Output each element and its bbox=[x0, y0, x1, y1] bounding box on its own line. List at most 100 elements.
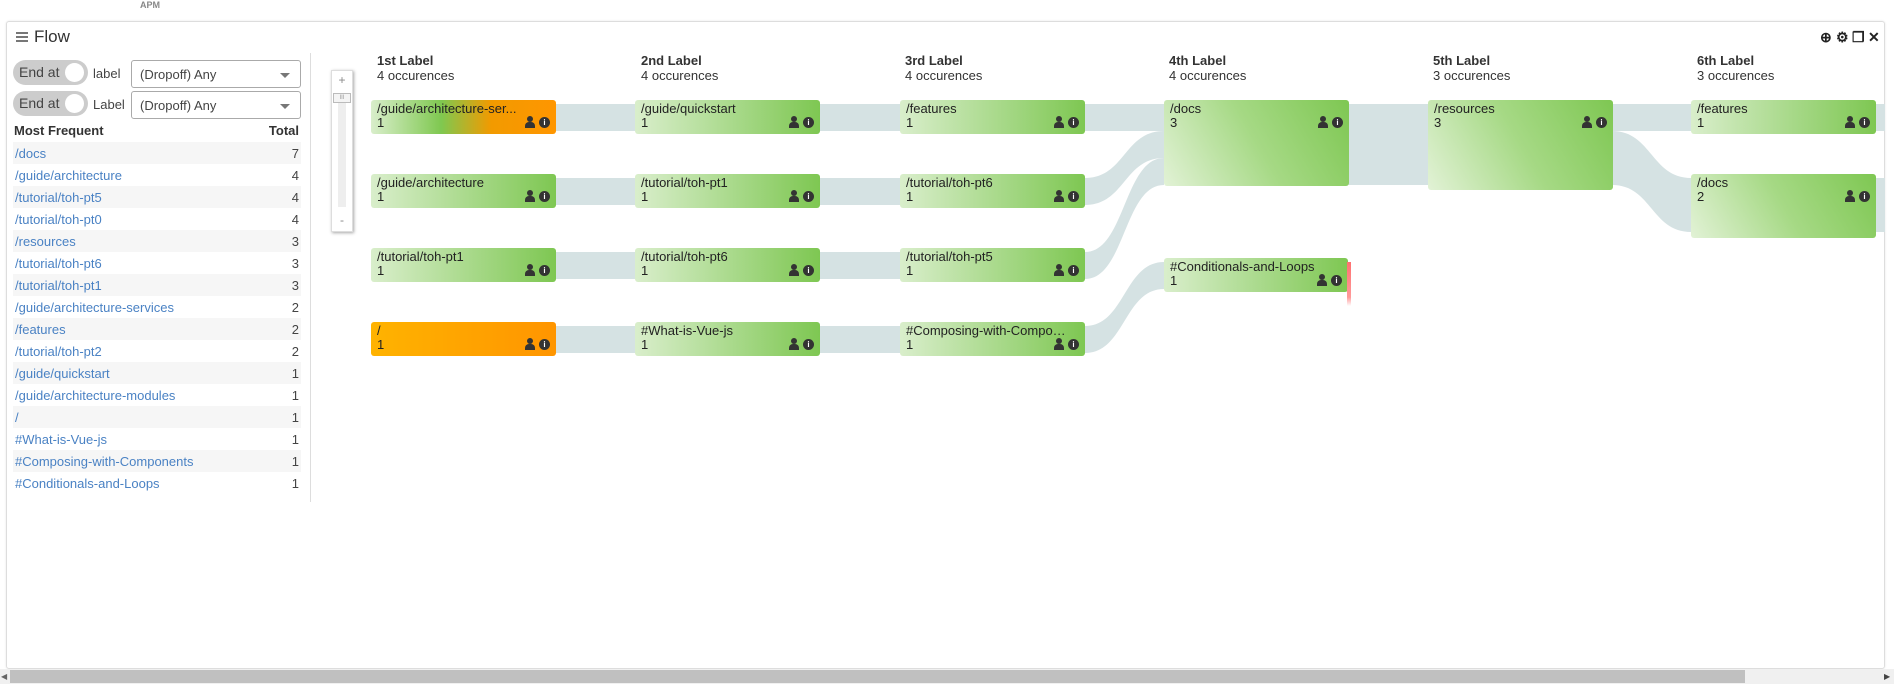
info-icon[interactable]: i bbox=[803, 117, 814, 128]
zoom-in-icon[interactable]: ⊕ bbox=[1820, 29, 1832, 45]
menu-icon[interactable] bbox=[16, 32, 28, 42]
horizontal-scrollbar[interactable]: ◀ ▶ bbox=[0, 669, 1894, 684]
toggle-knob bbox=[65, 63, 84, 82]
info-icon[interactable]: i bbox=[539, 339, 550, 350]
page-link[interactable]: / bbox=[15, 409, 19, 425]
page-link[interactable]: #Composing-with-Components bbox=[15, 453, 194, 469]
zoom-slider[interactable]: + III - bbox=[331, 70, 353, 232]
page-link[interactable]: /tutorial/toh-pt0 bbox=[15, 211, 102, 227]
page-link[interactable]: /docs bbox=[15, 145, 47, 161]
user-icon[interactable] bbox=[788, 116, 800, 128]
info-icon[interactable]: i bbox=[1332, 117, 1343, 128]
user-icon[interactable] bbox=[788, 264, 800, 276]
page-total: 1 bbox=[291, 409, 299, 425]
link bbox=[556, 326, 635, 353]
toggle-label: End at bbox=[19, 95, 60, 111]
info-icon[interactable]: i bbox=[803, 265, 814, 276]
link bbox=[556, 104, 635, 131]
user-icon[interactable] bbox=[524, 116, 536, 128]
node-name: /tutorial/toh-pt6 bbox=[641, 250, 728, 264]
page-link[interactable]: /tutorial/toh-pt6 bbox=[15, 255, 102, 271]
user-icon[interactable] bbox=[524, 190, 536, 202]
page-link[interactable]: /guide/architecture-services bbox=[15, 299, 174, 315]
end-at-toggle-1[interactable]: End at bbox=[13, 60, 88, 85]
info-icon[interactable]: i bbox=[1859, 117, 1870, 128]
scroll-left-arrow-icon[interactable]: ◀ bbox=[1, 672, 8, 681]
link bbox=[1085, 262, 1164, 353]
page-link[interactable]: /guide/architecture-modules bbox=[15, 387, 176, 403]
user-icon[interactable] bbox=[1581, 116, 1593, 128]
info-icon[interactable]: i bbox=[1068, 191, 1079, 202]
scroll-right-arrow-icon[interactable]: ▶ bbox=[1884, 672, 1891, 681]
info-icon[interactable]: i bbox=[1068, 265, 1079, 276]
info-icon[interactable]: i bbox=[1068, 117, 1079, 128]
zoom-minus-button[interactable]: - bbox=[340, 213, 344, 227]
user-icon[interactable] bbox=[1053, 264, 1065, 276]
user-icon[interactable] bbox=[1844, 116, 1856, 128]
info-icon[interactable]: i bbox=[803, 191, 814, 202]
user-icon[interactable] bbox=[1844, 190, 1856, 202]
column-label: 2nd Label bbox=[641, 53, 702, 68]
info-icon[interactable]: i bbox=[539, 191, 550, 202]
page-link[interactable]: /tutorial/toh-pt2 bbox=[15, 343, 102, 359]
zoom-plus-button[interactable]: + bbox=[338, 73, 346, 87]
user-icon[interactable] bbox=[524, 264, 536, 276]
user-icon[interactable] bbox=[788, 338, 800, 350]
zoom-track[interactable] bbox=[338, 97, 346, 207]
info-icon[interactable]: i bbox=[539, 117, 550, 128]
page-link[interactable]: /features bbox=[15, 321, 66, 337]
user-icon[interactable] bbox=[1316, 274, 1328, 286]
node-count: 1 bbox=[377, 263, 385, 278]
close-icon[interactable]: ✕ bbox=[1868, 29, 1880, 45]
node-count: 1 bbox=[1170, 273, 1178, 288]
page-link[interactable]: /resources bbox=[15, 233, 76, 249]
info-icon[interactable]: i bbox=[539, 265, 550, 276]
info-icon[interactable]: i bbox=[1068, 339, 1079, 350]
page-link[interactable]: /tutorial/toh-pt5 bbox=[15, 189, 102, 205]
user-icon[interactable] bbox=[1053, 116, 1065, 128]
user-icon[interactable] bbox=[1053, 338, 1065, 350]
end-at-toggle-2[interactable]: End at bbox=[13, 91, 88, 116]
page-link[interactable]: /tutorial/toh-pt1 bbox=[15, 277, 102, 293]
restore-icon[interactable]: ❐ bbox=[1852, 29, 1865, 45]
info-icon[interactable]: i bbox=[1596, 117, 1607, 128]
page-link[interactable]: /guide/architecture bbox=[15, 167, 122, 183]
page-link[interactable]: /guide/quickstart bbox=[15, 365, 110, 381]
dropoff-select-2[interactable]: (Dropoff) Any bbox=[131, 91, 301, 119]
gear-icon[interactable]: ⚙ bbox=[1836, 29, 1849, 45]
column-occurrences: 4 occurences bbox=[1169, 68, 1247, 83]
page-link[interactable]: #Conditionals-and-Loops bbox=[15, 475, 160, 491]
page-total: 3 bbox=[291, 233, 299, 249]
info-icon[interactable]: i bbox=[1331, 275, 1342, 286]
info-icon[interactable]: i bbox=[1859, 191, 1870, 202]
user-icon[interactable] bbox=[1317, 116, 1329, 128]
scrollbar-thumb[interactable] bbox=[10, 670, 1745, 683]
user-icon[interactable] bbox=[788, 190, 800, 202]
info-icon[interactable]: i bbox=[803, 339, 814, 350]
divider bbox=[310, 53, 311, 502]
zoom-handle[interactable]: III bbox=[333, 93, 351, 103]
page-link[interactable]: #What-is-Vue-js bbox=[15, 431, 107, 447]
user-icon[interactable] bbox=[524, 338, 536, 350]
dropoff-select-1[interactable]: (Dropoff) Any bbox=[131, 60, 301, 88]
user-icon[interactable] bbox=[1053, 190, 1065, 202]
